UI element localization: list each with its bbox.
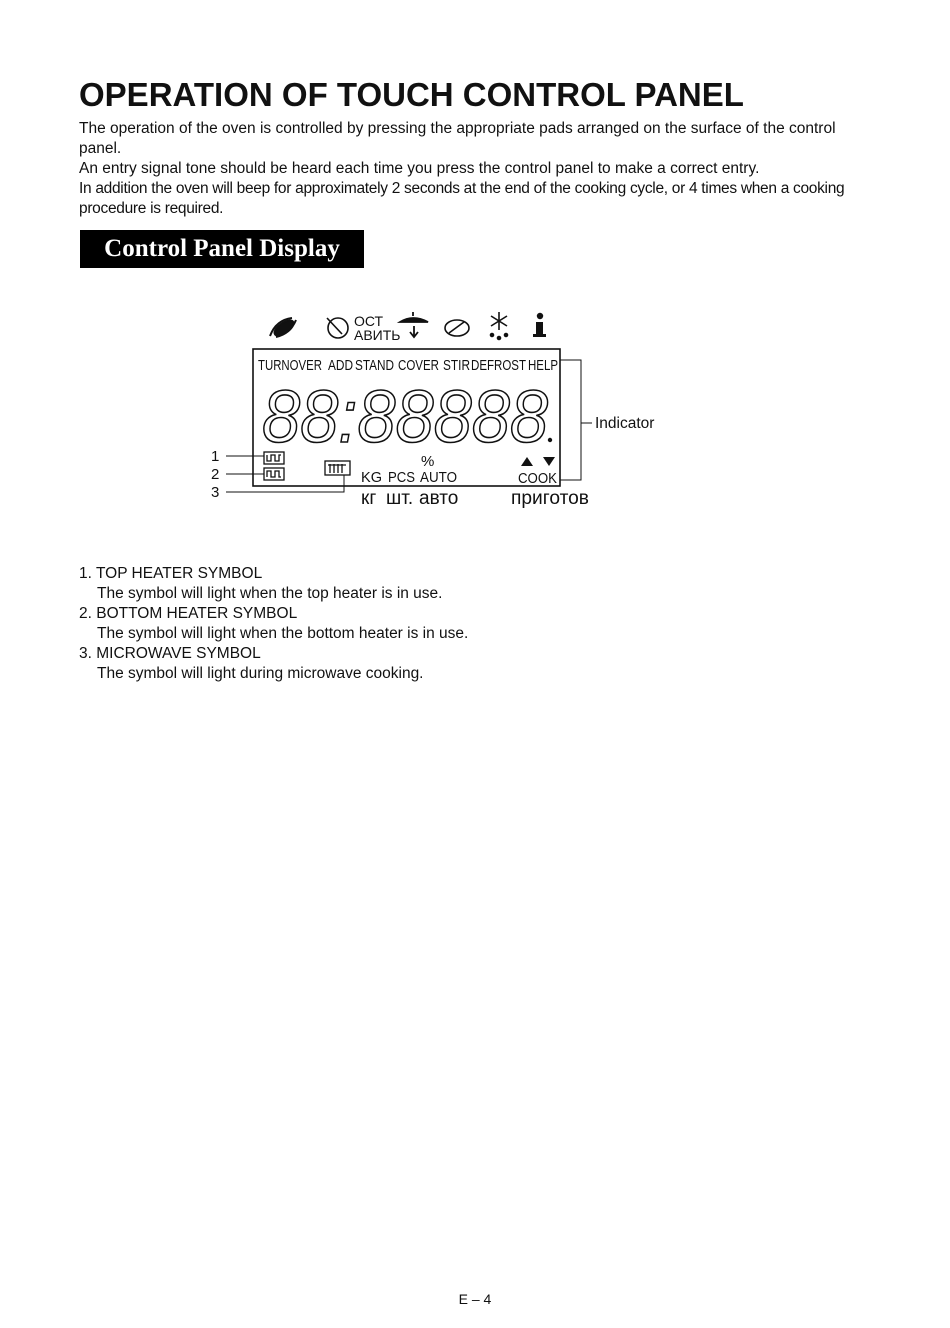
- microwave-icon: [324, 460, 351, 476]
- intro-paragraph: An entry signal tone should be heard eac…: [79, 160, 760, 177]
- help-label: HELP: [528, 358, 558, 374]
- stand-label: STAND: [355, 358, 394, 374]
- symbol-list: 1. TOP HEATER SYMBOL The symbol will lig…: [79, 564, 468, 684]
- down-arrow-icon: [543, 457, 555, 466]
- cover-icon: [396, 312, 429, 339]
- add-label: ADD: [328, 358, 353, 374]
- top-heater-icon: [263, 451, 285, 465]
- list-item-heading: 2. BOTTOM HEATER SYMBOL: [79, 605, 298, 622]
- list-item-description: The symbol will light during microwave c…: [97, 665, 424, 682]
- pcs-label: PCS: [388, 469, 415, 486]
- stand-ru-label-1: ОСТ: [354, 313, 384, 329]
- cook-label: COOK: [518, 470, 557, 487]
- indicator-label: Indicator: [595, 415, 654, 432]
- cook-ru-label: приготов: [511, 488, 589, 509]
- function-label-row: TURNOVER ADD STAND COVER STIR DEFROST HE…: [258, 358, 558, 374]
- list-item-description: The symbol will light when the bottom he…: [97, 625, 469, 642]
- callout-leaders: [226, 455, 345, 493]
- list-item-heading: 1. TOP HEATER SYMBOL: [79, 565, 263, 582]
- defrost-icon: [489, 312, 509, 341]
- stand-timer-icon: [326, 317, 349, 339]
- callout-number-2: 2: [211, 466, 219, 483]
- page-number: E – 4: [458, 1291, 492, 1307]
- list-item-heading: 3. MICROWAVE SYMBOL: [79, 645, 261, 662]
- auto-label: AUTO: [420, 469, 457, 486]
- defrost-label: DEFROST: [471, 358, 526, 374]
- auto-ru-label: авто: [419, 488, 458, 509]
- turnover-label: TURNOVER: [258, 358, 322, 374]
- callout-number-3: 3: [211, 484, 219, 501]
- section-heading: Control Panel Display: [80, 230, 364, 268]
- stand-ru-label-2: АВИТЬ: [354, 327, 400, 343]
- page-title: OPERATION OF TOUCH CONTROL PANEL: [79, 76, 744, 113]
- intro-paragraph: The operation of the oven is controlled …: [79, 120, 836, 157]
- callout-number-1: 1: [211, 448, 219, 465]
- up-arrow-icon: [521, 457, 533, 466]
- kg-label: KG: [361, 469, 382, 486]
- intro-text: The operation of the oven is controlled …: [79, 119, 879, 219]
- stir-label: STIR: [443, 358, 470, 374]
- segment-digits: 88:88888: [262, 375, 548, 458]
- pcs-ru-label: шт.: [386, 488, 413, 509]
- indicator-bracket: [560, 359, 592, 481]
- help-info-icon: [533, 312, 546, 337]
- turnover-icon: [269, 317, 297, 338]
- control-panel-diagram: ОСТ АВИТЬ TURNOVER ADD STAND COVER STIR …: [211, 312, 654, 509]
- decimal-point: [547, 437, 553, 443]
- kg-ru-label: кг: [361, 488, 376, 509]
- cover-label: COVER: [398, 358, 439, 374]
- bottom-heater-icon: [263, 467, 285, 481]
- percent-label: %: [421, 453, 434, 470]
- stir-icon: [444, 319, 470, 337]
- intro-paragraph: In addition the oven will beep for appro…: [79, 180, 845, 217]
- list-item-description: The symbol will light when the top heate…: [97, 585, 443, 602]
- lcd-frame: [252, 348, 561, 487]
